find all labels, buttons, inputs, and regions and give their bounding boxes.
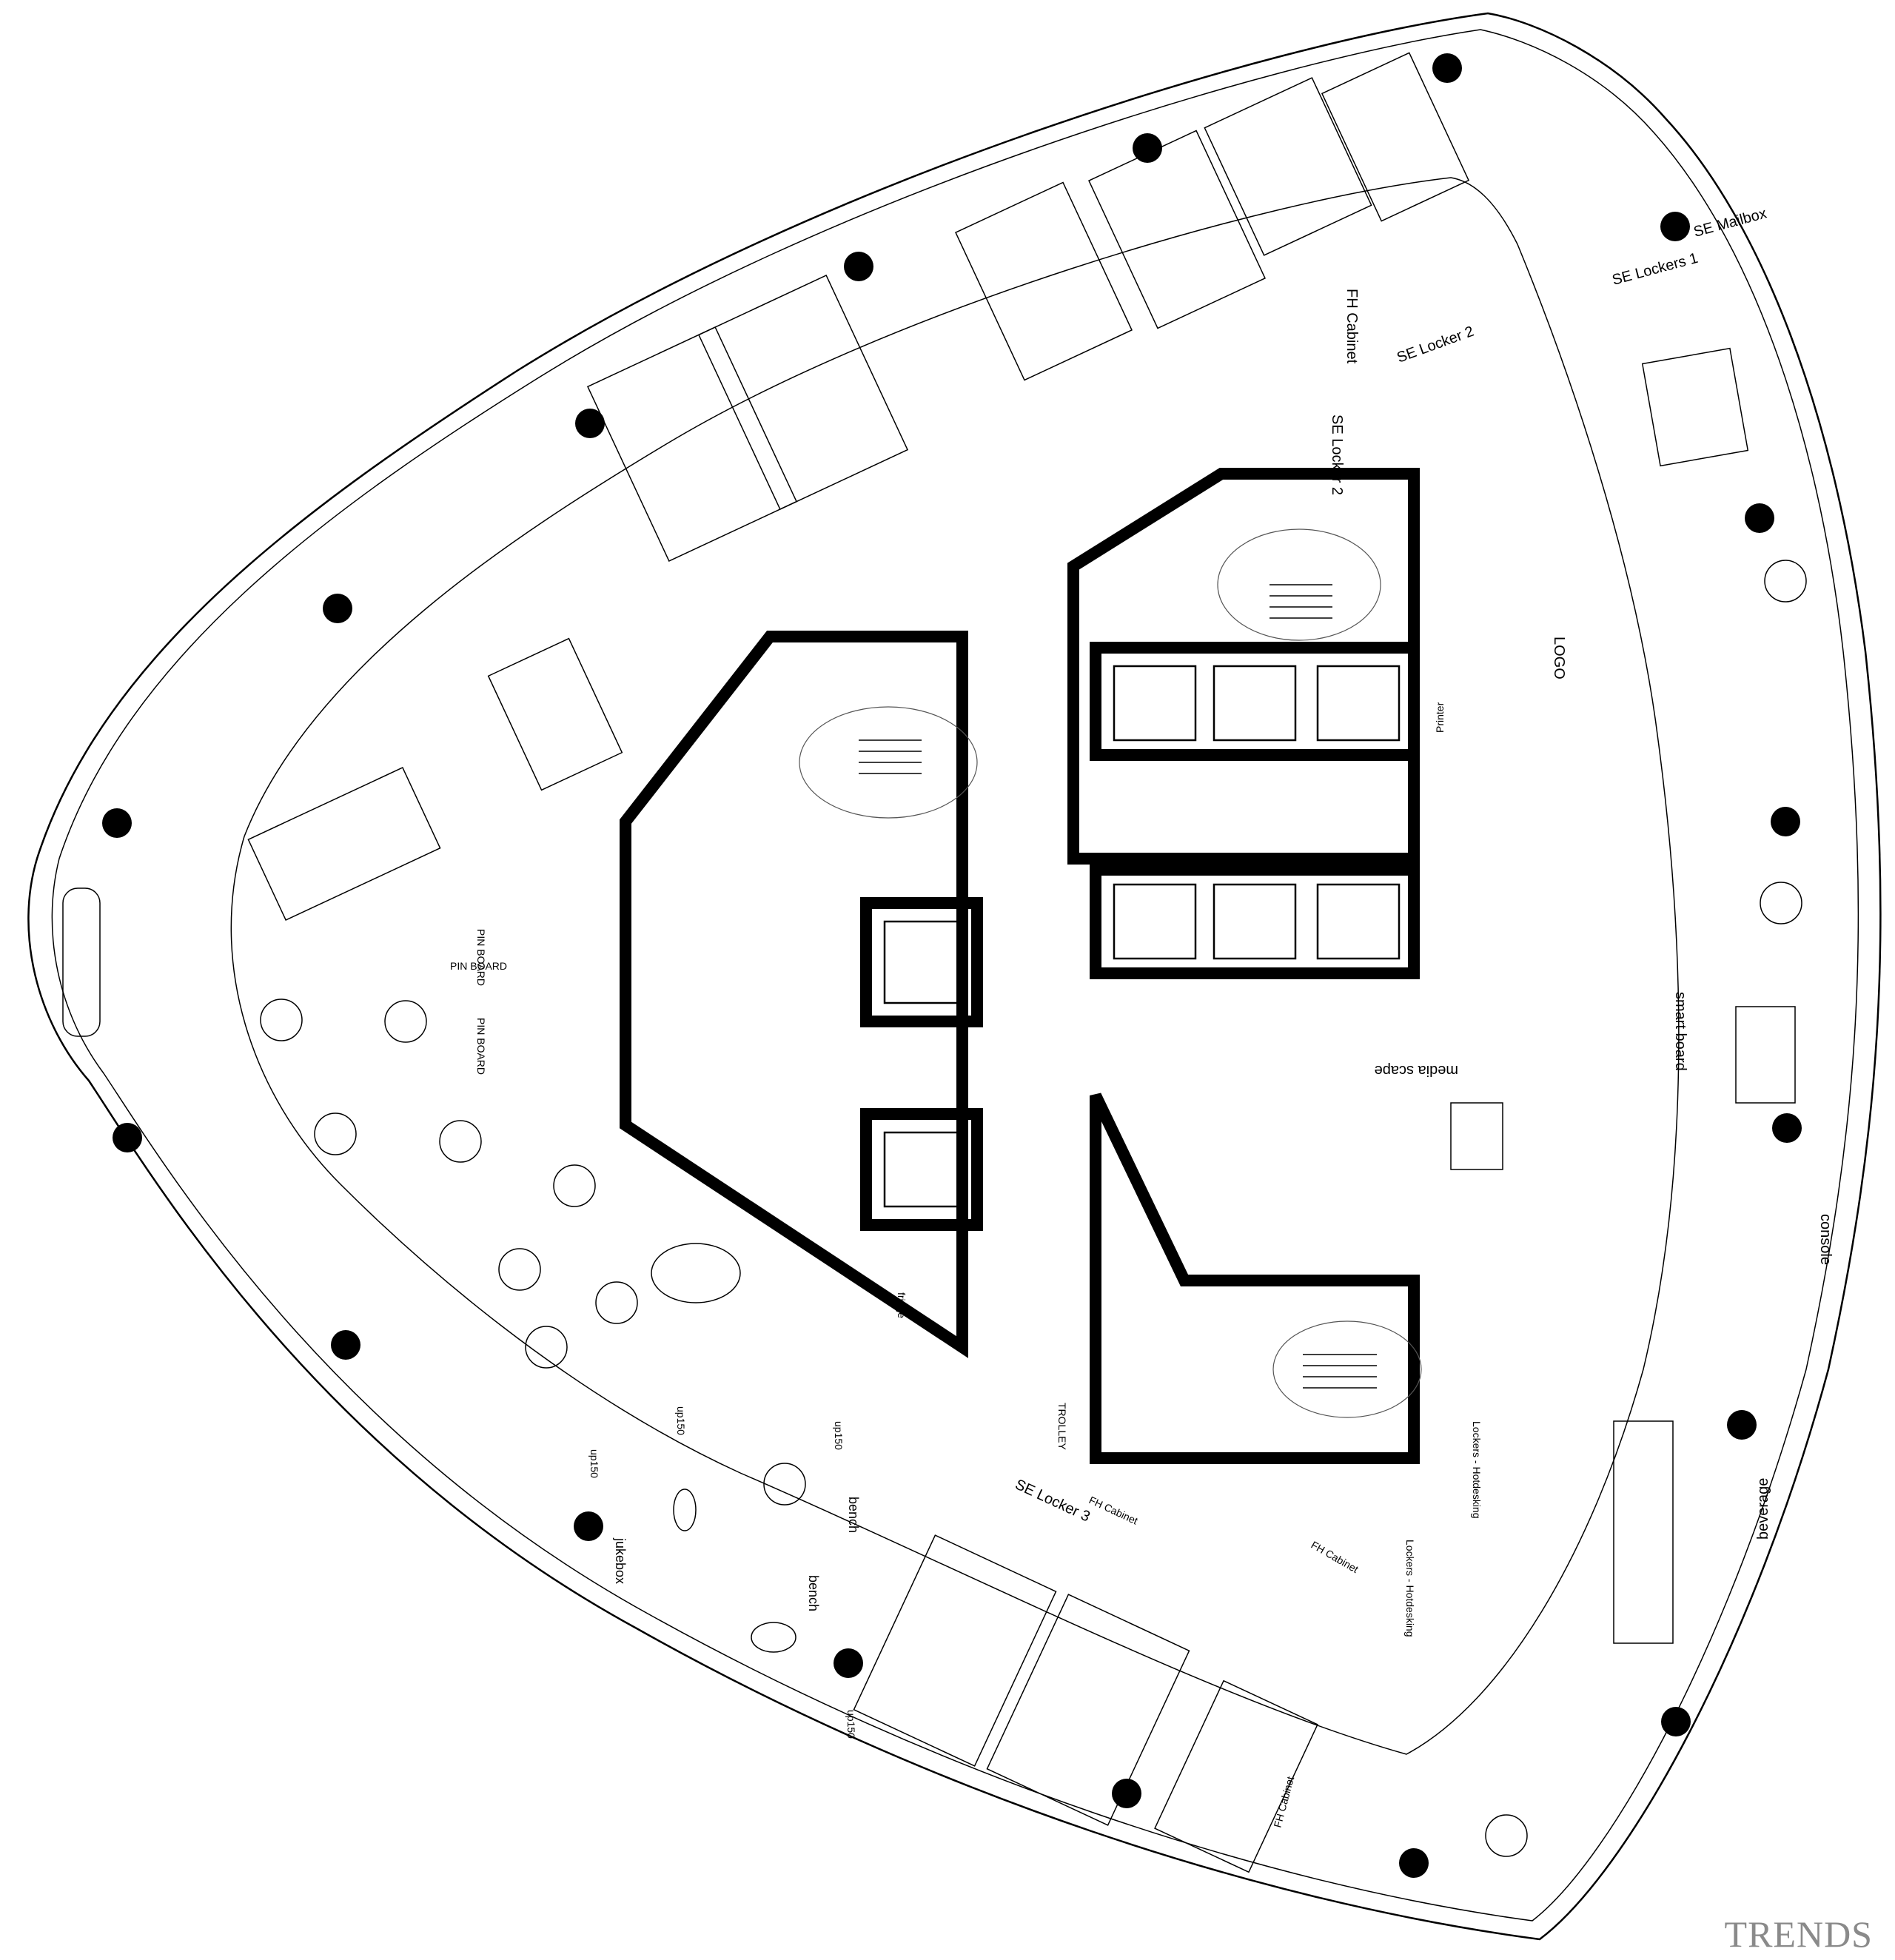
label-up150-3: up150 [833,1421,845,1450]
label-up150-2: up150 [675,1406,687,1435]
label-up150-1: up150 [588,1449,600,1478]
label-bench-1: bench [846,1497,861,1533]
breakout-tables [260,560,1807,1857]
lift-bank [883,665,1401,1208]
label-bench-2: bench [806,1575,821,1611]
label-beverage: beverage [1755,1478,1771,1540]
label-se-lockers-1: SE Lockers 1 [1611,250,1700,289]
label-printer: Printer [1434,702,1446,733]
label-jukebox: jukebox [613,1537,628,1584]
label-logo: LOGO [1551,637,1567,679]
label-se-locker-3: SE Locker 3 [1013,1477,1093,1526]
label-media-scape: media scape [1375,1062,1458,1078]
stairs [799,528,1422,1418]
circulation-corridor [230,177,1680,1755]
label-console: console [1817,1214,1834,1265]
trends-watermark: TRENDS [1724,1913,1873,1955]
label-lockers-hotdesking: Lockers - Hotdesking [1404,1540,1416,1637]
meeting-rooms [62,347,1796,1644]
label-smart-board: smart board [1672,992,1688,1071]
label-trolley: TROLLEY [1056,1403,1068,1450]
label-fh-cabinet-2: FH Cabinet [1087,1494,1140,1526]
label-fh-cabinet-4: FH Cabinet [1271,1775,1296,1829]
label-pin-board-3: PIN BOARD [475,1018,487,1075]
label-se-locker-2b: SE Locker 2 [1329,415,1345,495]
building-core [620,468,1420,1464]
label-pin-board-1: PIN BOARD [475,929,487,986]
label-se-locker-2: SE Locker 2 [1395,323,1476,366]
workstations-north [586,52,1470,562]
label-fh-cabinet: FH Cabinet [1344,289,1360,364]
label-pin-board-2: PIN BOARD [450,960,507,972]
label-fridge: fridge [896,1292,908,1318]
label-up150-4: up150 [845,1710,857,1739]
label-lockers-hotdesking-2: Lockers - Hotdesking [1471,1421,1483,1519]
label-fh-cabinet-3: FH Cabinet [1309,1539,1361,1575]
structural-columns [102,53,1802,1878]
workstations-south [853,1534,1318,1873]
outer-facade [27,12,1882,1941]
label-se-mailbox: SE Mailbox [1692,205,1768,240]
